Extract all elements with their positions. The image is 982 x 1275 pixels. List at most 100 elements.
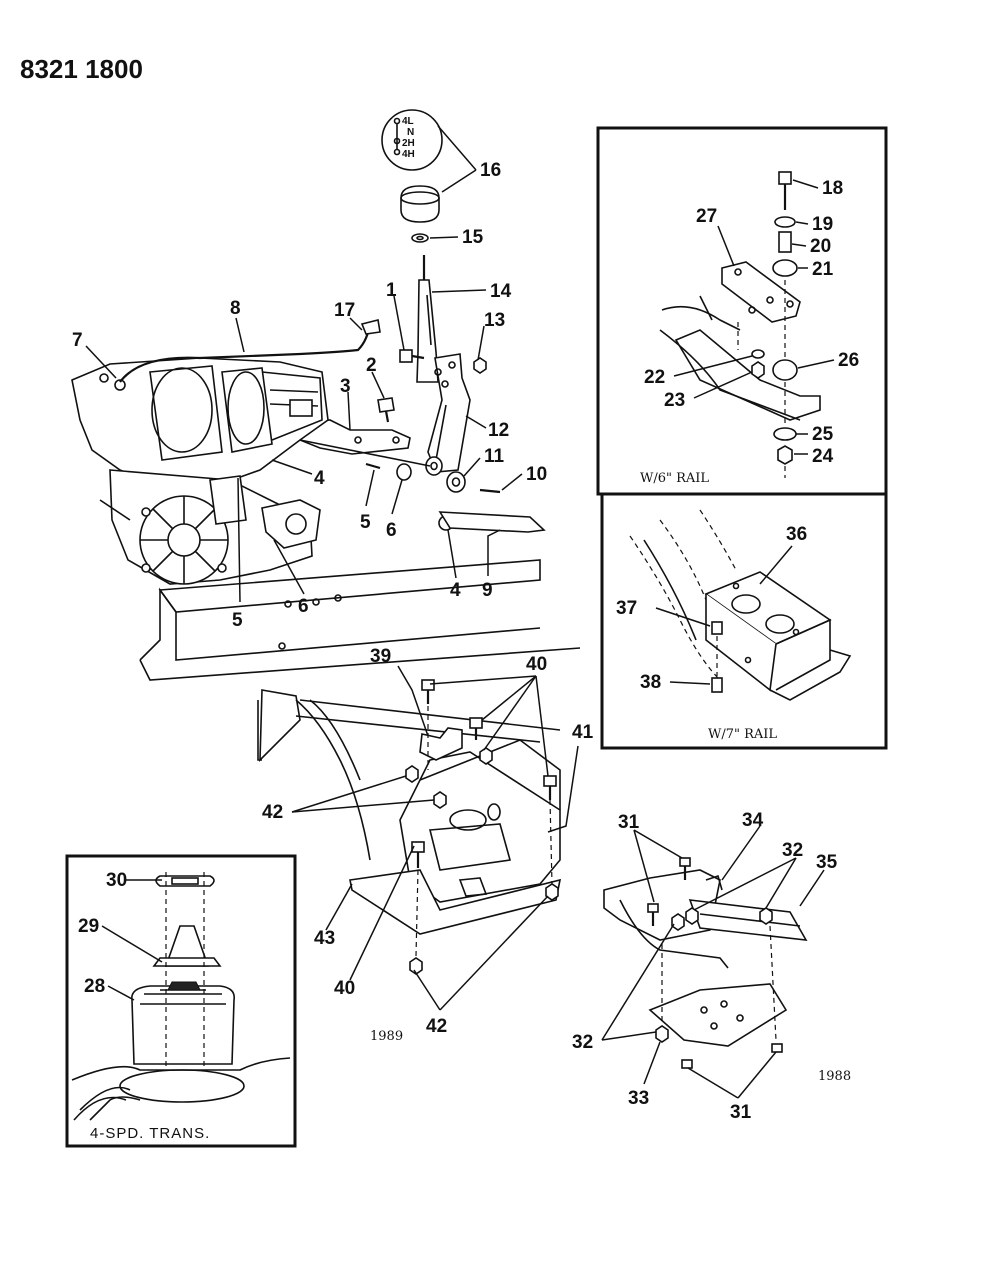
callout-15: 15 [462,227,484,248]
callout-20: 20 [810,236,831,257]
callout-32a: 32 [782,840,803,861]
callout-18: 18 [822,178,843,199]
nut-icon [473,357,487,374]
linkage-bracket-icon [288,419,411,455]
callout-37: 37 [616,598,637,619]
inset-seven-inch-rail-label: W/7" RAIL [708,727,777,742]
nut-icon [751,361,765,379]
bolt-icon [543,775,557,787]
mounting-plate-icon [721,261,801,323]
callout-numbers: 16 15 14 1 13 2 3 12 11 10 4 5 6 4 9 5 6… [72,160,859,1123]
callout-2: 2 [366,355,377,376]
bolt-icon [681,1059,693,1069]
washer-icon [773,427,797,441]
callout-19: 19 [812,214,833,235]
shift-rod-icon [438,511,546,533]
callout-29: 29 [78,916,99,937]
floor-opening-icon [119,1069,245,1103]
bracket-icon [419,727,463,761]
nut-icon [777,445,793,465]
bolt-icon [399,349,413,363]
nut-icon [405,765,419,783]
nut-icon [409,957,423,975]
skid-plate-icon [648,983,788,1047]
callout-42b: 42 [426,1016,447,1037]
callout-40b: 40 [334,978,355,999]
callout-6a: 6 [386,520,397,541]
callout-5b: 5 [232,610,243,631]
callout-22: 22 [644,367,665,388]
shift-knob-assembly: 4L N 2H 4H [381,109,443,243]
crossmember-1989-assembly [257,679,562,975]
bolt-icon [778,171,792,185]
cotter-pin-icon [365,462,381,470]
callout-23: 23 [664,390,685,411]
pattern-dot-icon [393,117,401,125]
callout-42a: 42 [262,802,283,823]
callout-27: 27 [696,206,717,227]
page-part-number: 8321 1800 [20,54,143,84]
callout-3: 3 [340,376,351,397]
bolt-icon [114,379,126,391]
nut-icon [655,1025,669,1043]
bolt-icon [377,397,395,413]
callout-1: 1 [386,280,397,301]
year-label-1988: 1988 [818,1069,851,1084]
bolt-icon [647,903,659,913]
nut-icon [759,907,773,925]
inset-frame [600,492,888,750]
callout-4a: 4 [314,468,325,489]
inset-four-speed-trans: 4-SPD. TRANS. [65,854,297,1148]
nut-icon [545,883,559,901]
shift-pattern-4h: 4H [402,149,415,160]
vent-fitting-icon [360,319,381,335]
nut-icon [671,913,685,931]
callout-21: 21 [812,259,834,280]
callout-11: 11 [484,446,505,467]
callout-17: 17 [334,300,355,321]
inset-seven-inch-rail: W/7" RAIL [600,492,888,750]
insulator-icon [772,259,798,277]
nut-icon [479,747,493,765]
callout-10: 10 [526,464,547,485]
callout-31b: 31 [730,1102,752,1123]
cotter-pin-icon [479,488,501,494]
spacer-icon [711,621,723,635]
leader-lines [85,125,835,1099]
callout-9: 9 [482,580,493,601]
inset-six-inch-rail-label: W/6" RAIL [640,471,709,486]
callout-12: 12 [488,420,509,441]
callout-25: 25 [812,424,834,445]
crossmember-1988-assembly [603,857,808,1069]
callout-8: 8 [230,298,241,319]
washer-icon [411,233,429,243]
callout-16: 16 [480,160,501,181]
callout-40a: 40 [526,654,547,675]
callout-34: 34 [742,810,764,831]
insulator-icon [772,359,798,381]
bushing-icon [446,471,466,493]
callout-14: 14 [490,281,512,302]
callout-30: 30 [106,870,127,891]
washer-icon [774,216,796,228]
sleeve-icon [778,231,792,253]
callout-43: 43 [314,928,335,949]
knob-cap-edge [400,191,440,205]
inset-frame [65,854,297,1148]
inset-six-inch-rail: W/6" RAIL [596,126,888,496]
nut-icon [433,791,447,809]
inset-four-speed-label: 4-SPD. TRANS. [90,1125,210,1142]
pattern-dot-icon [393,148,401,156]
callout-38: 38 [640,672,661,693]
vent-hose-icon [119,321,372,383]
callout-6b: 6 [298,596,309,617]
bolt-icon [469,717,483,729]
shift-lever-icon [416,279,439,383]
nut-icon [685,907,699,925]
bolt-icon [421,679,435,691]
callout-32b: 32 [572,1032,593,1053]
bushing-icon [396,463,412,481]
callout-26: 26 [838,350,859,371]
callout-36: 36 [786,524,807,545]
year-label-1989: 1989 [370,1029,403,1044]
